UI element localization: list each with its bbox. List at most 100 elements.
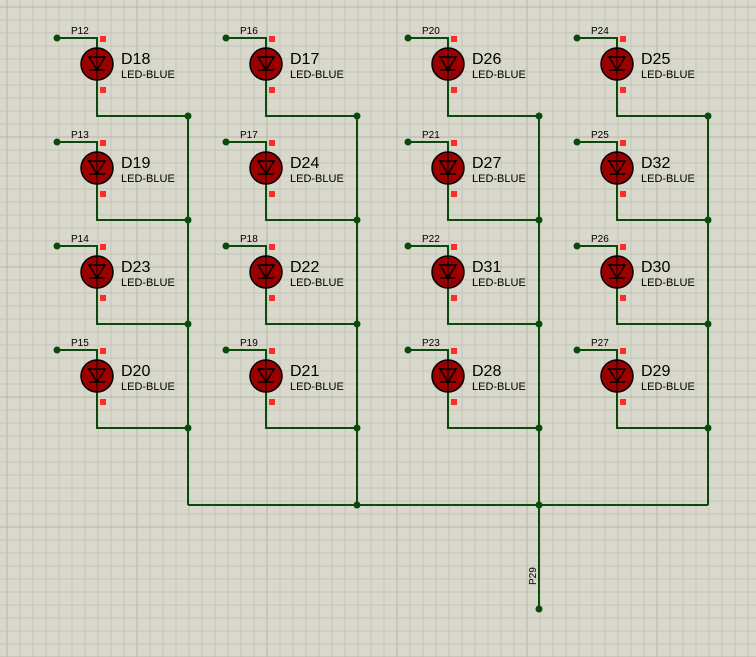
- pin-marker: [620, 87, 626, 93]
- wire: [265, 288, 357, 325]
- pin-marker: [100, 295, 106, 301]
- ref-label: D32: [641, 155, 670, 172]
- junction-dot: [535, 216, 543, 224]
- pin-marker: [620, 36, 626, 42]
- pin-terminal[interactable]: [404, 242, 412, 250]
- ref-label: D22: [290, 259, 319, 276]
- pin-terminal[interactable]: [222, 242, 230, 250]
- wire: [577, 37, 618, 48]
- junction-dot: [535, 424, 543, 432]
- pin-terminal[interactable]: [53, 138, 61, 146]
- junctions: [184, 112, 712, 613]
- type-label: LED-BLUE: [641, 69, 695, 81]
- pin-marker: [620, 295, 626, 301]
- pin-terminal[interactable]: [222, 34, 230, 42]
- pin-label: P23: [422, 338, 440, 349]
- wire: [226, 141, 267, 152]
- ref-label: D28: [472, 363, 501, 380]
- common-pin-terminal: [535, 605, 543, 613]
- pin-marker: [451, 191, 457, 197]
- pin-marker: [100, 191, 106, 197]
- type-label: LED-BLUE: [472, 69, 526, 81]
- wire: [265, 184, 357, 221]
- wire: [226, 37, 267, 48]
- ref-label: D26: [472, 51, 501, 68]
- type-label: LED-BLUE: [472, 381, 526, 393]
- ref-label: D27: [472, 155, 501, 172]
- pin-terminal[interactable]: [53, 346, 61, 354]
- junction-dot: [353, 424, 361, 432]
- wire: [226, 349, 267, 360]
- type-label: LED-BLUE: [641, 381, 695, 393]
- pin-terminal[interactable]: [404, 138, 412, 146]
- type-label: LED-BLUE: [121, 69, 175, 81]
- pin-marker: [451, 399, 457, 405]
- pin-terminal[interactable]: [573, 34, 581, 42]
- pin-label: P14: [71, 234, 89, 245]
- pin-label: P25: [591, 130, 609, 141]
- pin-terminal[interactable]: [573, 242, 581, 250]
- ref-label: D29: [641, 363, 670, 380]
- pin-marker: [620, 348, 626, 354]
- pin-marker: [269, 295, 275, 301]
- pin-marker: [100, 348, 106, 354]
- pin-label: P13: [71, 130, 89, 141]
- pin-label: P15: [71, 338, 89, 349]
- pin-label: P21: [422, 130, 440, 141]
- pin-terminal[interactable]: [573, 346, 581, 354]
- pin-label: P27: [591, 338, 609, 349]
- junction-dot: [353, 320, 361, 328]
- junction-dot: [184, 216, 192, 224]
- pin-terminal[interactable]: [222, 346, 230, 354]
- wire: [57, 141, 98, 152]
- junction-dot: [535, 112, 543, 120]
- pin-terminal[interactable]: [573, 138, 581, 146]
- junction-dot: [704, 424, 712, 432]
- wire: [408, 245, 449, 256]
- wire: [616, 80, 708, 117]
- wire: [577, 245, 618, 256]
- pin-marker: [269, 399, 275, 405]
- pin-marker: [269, 87, 275, 93]
- junction-dot: [184, 112, 192, 120]
- pin-label: P22: [422, 234, 440, 245]
- pin-label: P18: [240, 234, 258, 245]
- type-label: LED-BLUE: [641, 173, 695, 185]
- junction-dot: [704, 112, 712, 120]
- pin-terminal[interactable]: [404, 346, 412, 354]
- junction-dot: [535, 501, 543, 509]
- pin-marker: [451, 244, 457, 250]
- type-label: LED-BLUE: [472, 173, 526, 185]
- pin-label: P16: [240, 26, 258, 37]
- pin-marker: [100, 87, 106, 93]
- pin-label: P24: [591, 26, 609, 37]
- wire: [447, 392, 539, 429]
- pin-marker: [269, 140, 275, 146]
- pin-terminal[interactable]: [53, 242, 61, 250]
- pin-terminal[interactable]: [222, 138, 230, 146]
- wire: [57, 245, 98, 256]
- ref-label: D21: [290, 363, 319, 380]
- common-terminal[interactable]: P29: [528, 567, 539, 585]
- pin-terminal[interactable]: [53, 34, 61, 42]
- pin-terminal[interactable]: [404, 34, 412, 42]
